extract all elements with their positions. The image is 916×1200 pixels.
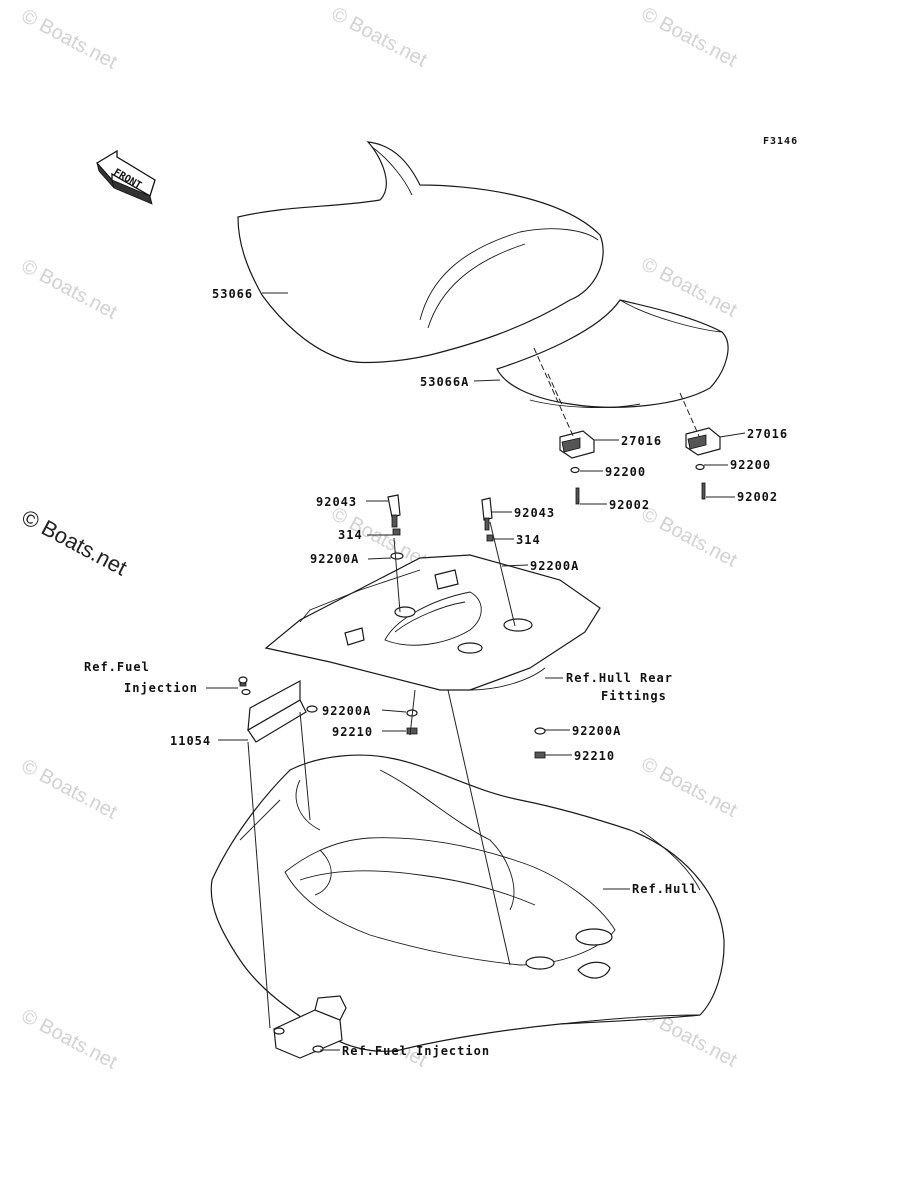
label-bolt-left: 92002 bbox=[609, 498, 650, 512]
watermark: © Boats.net bbox=[18, 255, 121, 324]
label-hull: Ref.Hull bbox=[632, 882, 698, 896]
watermark: © Boats.net bbox=[638, 503, 741, 572]
label-fuel-injection-top-2: Injection bbox=[124, 681, 198, 695]
label-washer-left: 92200 bbox=[605, 465, 646, 479]
label-hull-rear-fittings-2: Fittings bbox=[601, 689, 667, 703]
label-fuel-injection-top-1: Ref.Fuel bbox=[84, 660, 150, 674]
label-lower-nut-left: 92210 bbox=[332, 725, 373, 739]
label-fuel-injection-bottom: Ref.Fuel Injection bbox=[342, 1044, 490, 1058]
watermark: © Boats.net bbox=[328, 3, 431, 72]
label-seat-rear: 53066A bbox=[420, 375, 469, 389]
bracket-right bbox=[685, 427, 721, 500]
seat-rear bbox=[496, 299, 729, 408]
label-washer-right: 92200 bbox=[730, 458, 771, 472]
part-labels: 53066 53066A 27016 92200 92002 27016 922… bbox=[84, 287, 788, 1058]
label-bolt-right: 92002 bbox=[737, 490, 778, 504]
hull-rear-fittings bbox=[264, 554, 601, 691]
watermark: © Boats.net bbox=[18, 755, 121, 824]
seat-front bbox=[237, 141, 604, 364]
label-latch-bolt-right: 92043 bbox=[514, 506, 555, 520]
label-lower-washer-left: 92200A bbox=[322, 704, 371, 718]
side-watermark: © Boats.net bbox=[18, 504, 132, 580]
watermark: © Boats.net bbox=[638, 753, 741, 822]
stay-bracket bbox=[238, 676, 318, 743]
label-bracket-left: 27016 bbox=[621, 434, 662, 448]
watermark: © Boats.net bbox=[638, 3, 741, 72]
label-lower-nut-right: 92210 bbox=[574, 749, 615, 763]
label-nut-left: 314 bbox=[338, 528, 363, 542]
label-bracket-right: 27016 bbox=[747, 427, 788, 441]
label-stay: 11054 bbox=[170, 734, 211, 748]
label-latch-washer-left: 92200A bbox=[310, 552, 359, 566]
label-lower-washer-right: 92200A bbox=[572, 724, 621, 738]
latch-hardware-left bbox=[387, 494, 404, 560]
label-latch-washer-right: 92200A bbox=[530, 559, 579, 573]
label-hull-rear-fittings-1: Ref.Hull Rear bbox=[566, 671, 673, 685]
hull bbox=[210, 754, 725, 1052]
figure-code: F3146 bbox=[763, 136, 798, 147]
lower-hardware-right bbox=[534, 727, 546, 759]
bracket-left bbox=[559, 430, 595, 505]
leader-lines bbox=[206, 292, 746, 1051]
fuel-injection-bracket-lower bbox=[273, 995, 347, 1059]
watermark: © Boats.net bbox=[18, 5, 121, 74]
watermark: © Boats.net bbox=[18, 1005, 121, 1074]
label-seat-front: 53066 bbox=[212, 287, 253, 301]
front-arrow-icon: FRONT bbox=[95, 149, 156, 205]
label-latch-bolt-left: 92043 bbox=[316, 495, 357, 509]
label-nut-right: 314 bbox=[516, 533, 541, 547]
